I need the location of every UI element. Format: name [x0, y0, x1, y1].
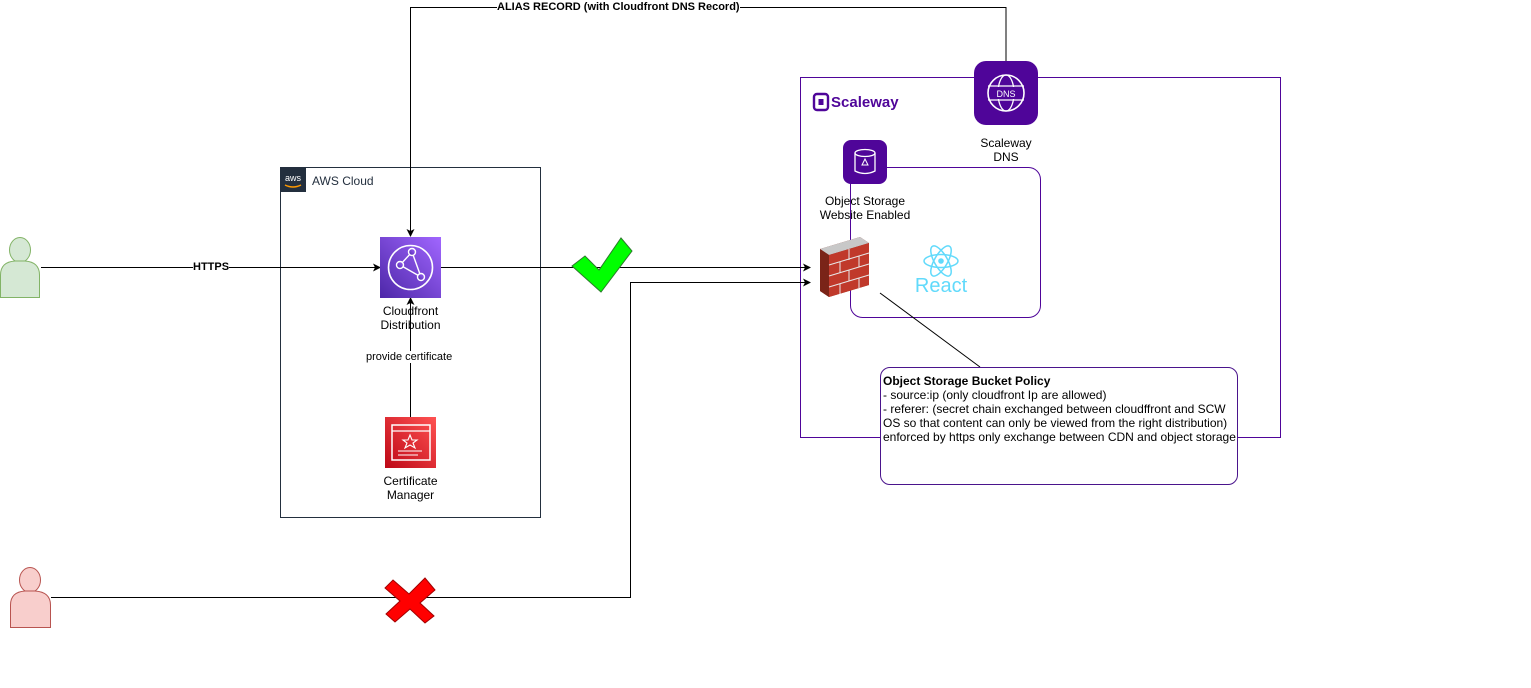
aws-logo-icon: aws [280, 167, 306, 192]
check-mark-icon [571, 237, 633, 293]
react-label: React [914, 275, 968, 297]
dns-icon-text: DNS [996, 89, 1015, 99]
bucket-policy-note: Object Storage Bucket Policy - source:ip… [880, 367, 1238, 485]
object-storage-label: Object Storage Website Enabled [805, 194, 925, 222]
cloudfront-icon [380, 237, 441, 298]
firewall-icon [820, 237, 870, 297]
blocked-user-edge [51, 278, 811, 598]
https-label: HTTPS [193, 261, 230, 273]
certificate-manager-label: Certificate Manager [360, 474, 461, 502]
scaleway-dns-label-line2: DNS [993, 150, 1019, 164]
scaleway-dns-icon: DNS [974, 61, 1038, 125]
policy-line-referer: - referer: (secret chain exchanged betwe… [883, 402, 1229, 430]
object-storage-label-line1: Object Storage [824, 194, 906, 208]
alias-record-label: ALIAS RECORD (with Cloudfront DNS Record… [497, 1, 740, 13]
policy-line-enforced: enforced by https only exchange between … [883, 430, 1236, 444]
cloudfront-label: Cloudfront Distribution [360, 304, 461, 332]
react-logo-icon [923, 245, 959, 277]
scaleway-logo-label: Scaleway [831, 94, 899, 111]
certificate-manager-label-line1: Certificate [383, 474, 438, 488]
object-storage-icon [843, 140, 887, 184]
certificate-manager-icon [385, 417, 436, 468]
cloudfront-label-line1: Cloudfront [382, 304, 439, 318]
aws-cloud-label: AWS Cloud [312, 174, 374, 188]
policy-line-source-ip: - source:ip (only cloudfront Ip are allo… [883, 388, 1107, 402]
object-storage-label-line2: Website Enabled [819, 208, 911, 222]
scaleway-dns-label: Scaleway DNS [956, 136, 1056, 164]
certificate-manager-label-line2: Manager [386, 488, 435, 502]
scaleway-logo-icon [812, 92, 830, 112]
scaleway-dns-label-line1: Scaleway [980, 136, 1032, 150]
policy-connector [879, 292, 981, 368]
allowed-user-icon [0, 237, 40, 298]
blocked-user-icon [10, 567, 51, 628]
policy-title: Object Storage Bucket Policy [883, 374, 1051, 388]
svg-text:aws: aws [285, 173, 302, 183]
cloudfront-label-line2: Distribution [380, 318, 441, 332]
cross-mark-icon [384, 577, 436, 624]
provide-certificate-label: provide certificate [366, 351, 453, 363]
